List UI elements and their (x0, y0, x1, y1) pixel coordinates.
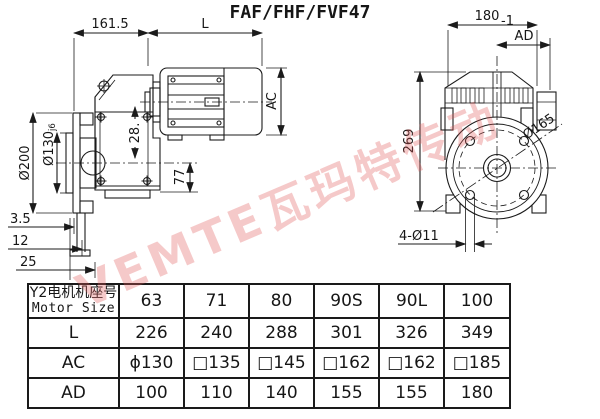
table-cell: □145 (248, 347, 315, 379)
table-cell: 140 (248, 377, 315, 409)
table-cell: 288 (248, 317, 315, 349)
table-cell: 155 (313, 377, 380, 409)
table-cell: ϕ130 (118, 347, 185, 379)
dim-AD-label: AD (515, 29, 534, 44)
table-cell: 90S (313, 283, 380, 319)
table-cell: 301 (313, 317, 380, 349)
dim-161-5-label: 161.5 (91, 17, 128, 32)
table-cell: 71 (183, 283, 250, 319)
dim-AC-label: AC (265, 92, 280, 110)
table-cell: 326 (378, 317, 445, 349)
dim-180: 180 -1 (446, 9, 539, 86)
dim-28: 28. (128, 105, 143, 160)
dim-200: Ø200 (18, 111, 72, 215)
dim-4-holes: 4-Ø11 (398, 197, 492, 252)
table-cell: 90L (378, 283, 445, 319)
terminal-box (536, 91, 557, 131)
table-cell: 155 (378, 377, 445, 409)
table-row-L: L 226 240 288 301 326 349 (27, 317, 511, 349)
table-cell: 180 (443, 377, 511, 409)
motor-size-cn: Y2电机机座号 (29, 285, 118, 301)
table-cell: 80 (248, 283, 315, 319)
dim-200-label: Ø200 (18, 145, 33, 180)
dim-269-label: 269 (402, 129, 417, 154)
bolt-hole (518, 189, 530, 201)
dim-161-5: 161.5 (72, 17, 150, 111)
row-label: AC (27, 347, 120, 379)
table-cell-motor-size: Y2电机机座号 Motor Size (27, 283, 120, 319)
motor-outline (144, 67, 263, 141)
gearbox-outline (94, 74, 161, 199)
page-title: FAF/FHF/FVF47 (229, 2, 371, 23)
table-cell: □185 (443, 347, 511, 379)
front-flange (438, 56, 557, 233)
dim-130: Ø130j6 (42, 123, 70, 195)
table-cell: 100 (443, 283, 511, 319)
table-cell: 240 (183, 317, 250, 349)
dim-4-holes-label: 4-Ø11 (399, 229, 439, 244)
dim-269: 269 (402, 70, 466, 213)
dim-AC: AC (265, 66, 287, 137)
bolt-hole (464, 135, 476, 147)
table-row-AD: AD 100 110 140 155 155 180 (27, 377, 511, 409)
table-row-AC: AC ϕ130 □135 □145 □162 □162 □185 (27, 347, 511, 379)
table-cell: 63 (118, 283, 185, 319)
bolt-hole (464, 189, 476, 201)
dim-77-label: 77 (173, 169, 188, 186)
bolt-hole (518, 135, 530, 147)
dim-180-tolerance: -1 (501, 14, 514, 29)
dim-AD: AD (495, 29, 552, 90)
dim-L-label: L (201, 17, 209, 32)
row-label: L (27, 317, 120, 349)
dim-3-5-label: 3.5 (10, 212, 31, 227)
table-header-row: Y2电机机座号 Motor Size 63 71 80 90S 90L 100 (27, 283, 511, 319)
table-cell: 110 (183, 377, 250, 409)
row-label: AD (27, 377, 120, 409)
dim-28-label: 28. (128, 123, 143, 144)
dim-12-label: 12 (12, 234, 29, 249)
table-cell: □162 (378, 347, 445, 379)
table-cell: □135 (183, 347, 250, 379)
table-cell: 349 (443, 317, 511, 349)
table-cell: □162 (313, 347, 380, 379)
motor-size-en: Motor Size (31, 301, 116, 316)
dim-130-label: Ø130j6 (42, 123, 58, 166)
dim-bottom-group: 3.5 12 25 (8, 212, 97, 280)
dim-77: 77 (160, 161, 198, 194)
dim-25-label: 25 (20, 255, 37, 270)
spec-table: Y2电机机座号 Motor Size 63 71 80 90S 90L 100 … (27, 283, 511, 409)
table-cell: 226 (118, 317, 185, 349)
dim-180-label: 180 (475, 9, 500, 24)
table-cell: 100 (118, 377, 185, 409)
front-view-drawing: 180 -1 AD 269 Ø165 (398, 9, 563, 252)
dim-L: L (146, 17, 264, 66)
side-view-drawing: 161.5 L AC Ø200 (8, 17, 287, 280)
